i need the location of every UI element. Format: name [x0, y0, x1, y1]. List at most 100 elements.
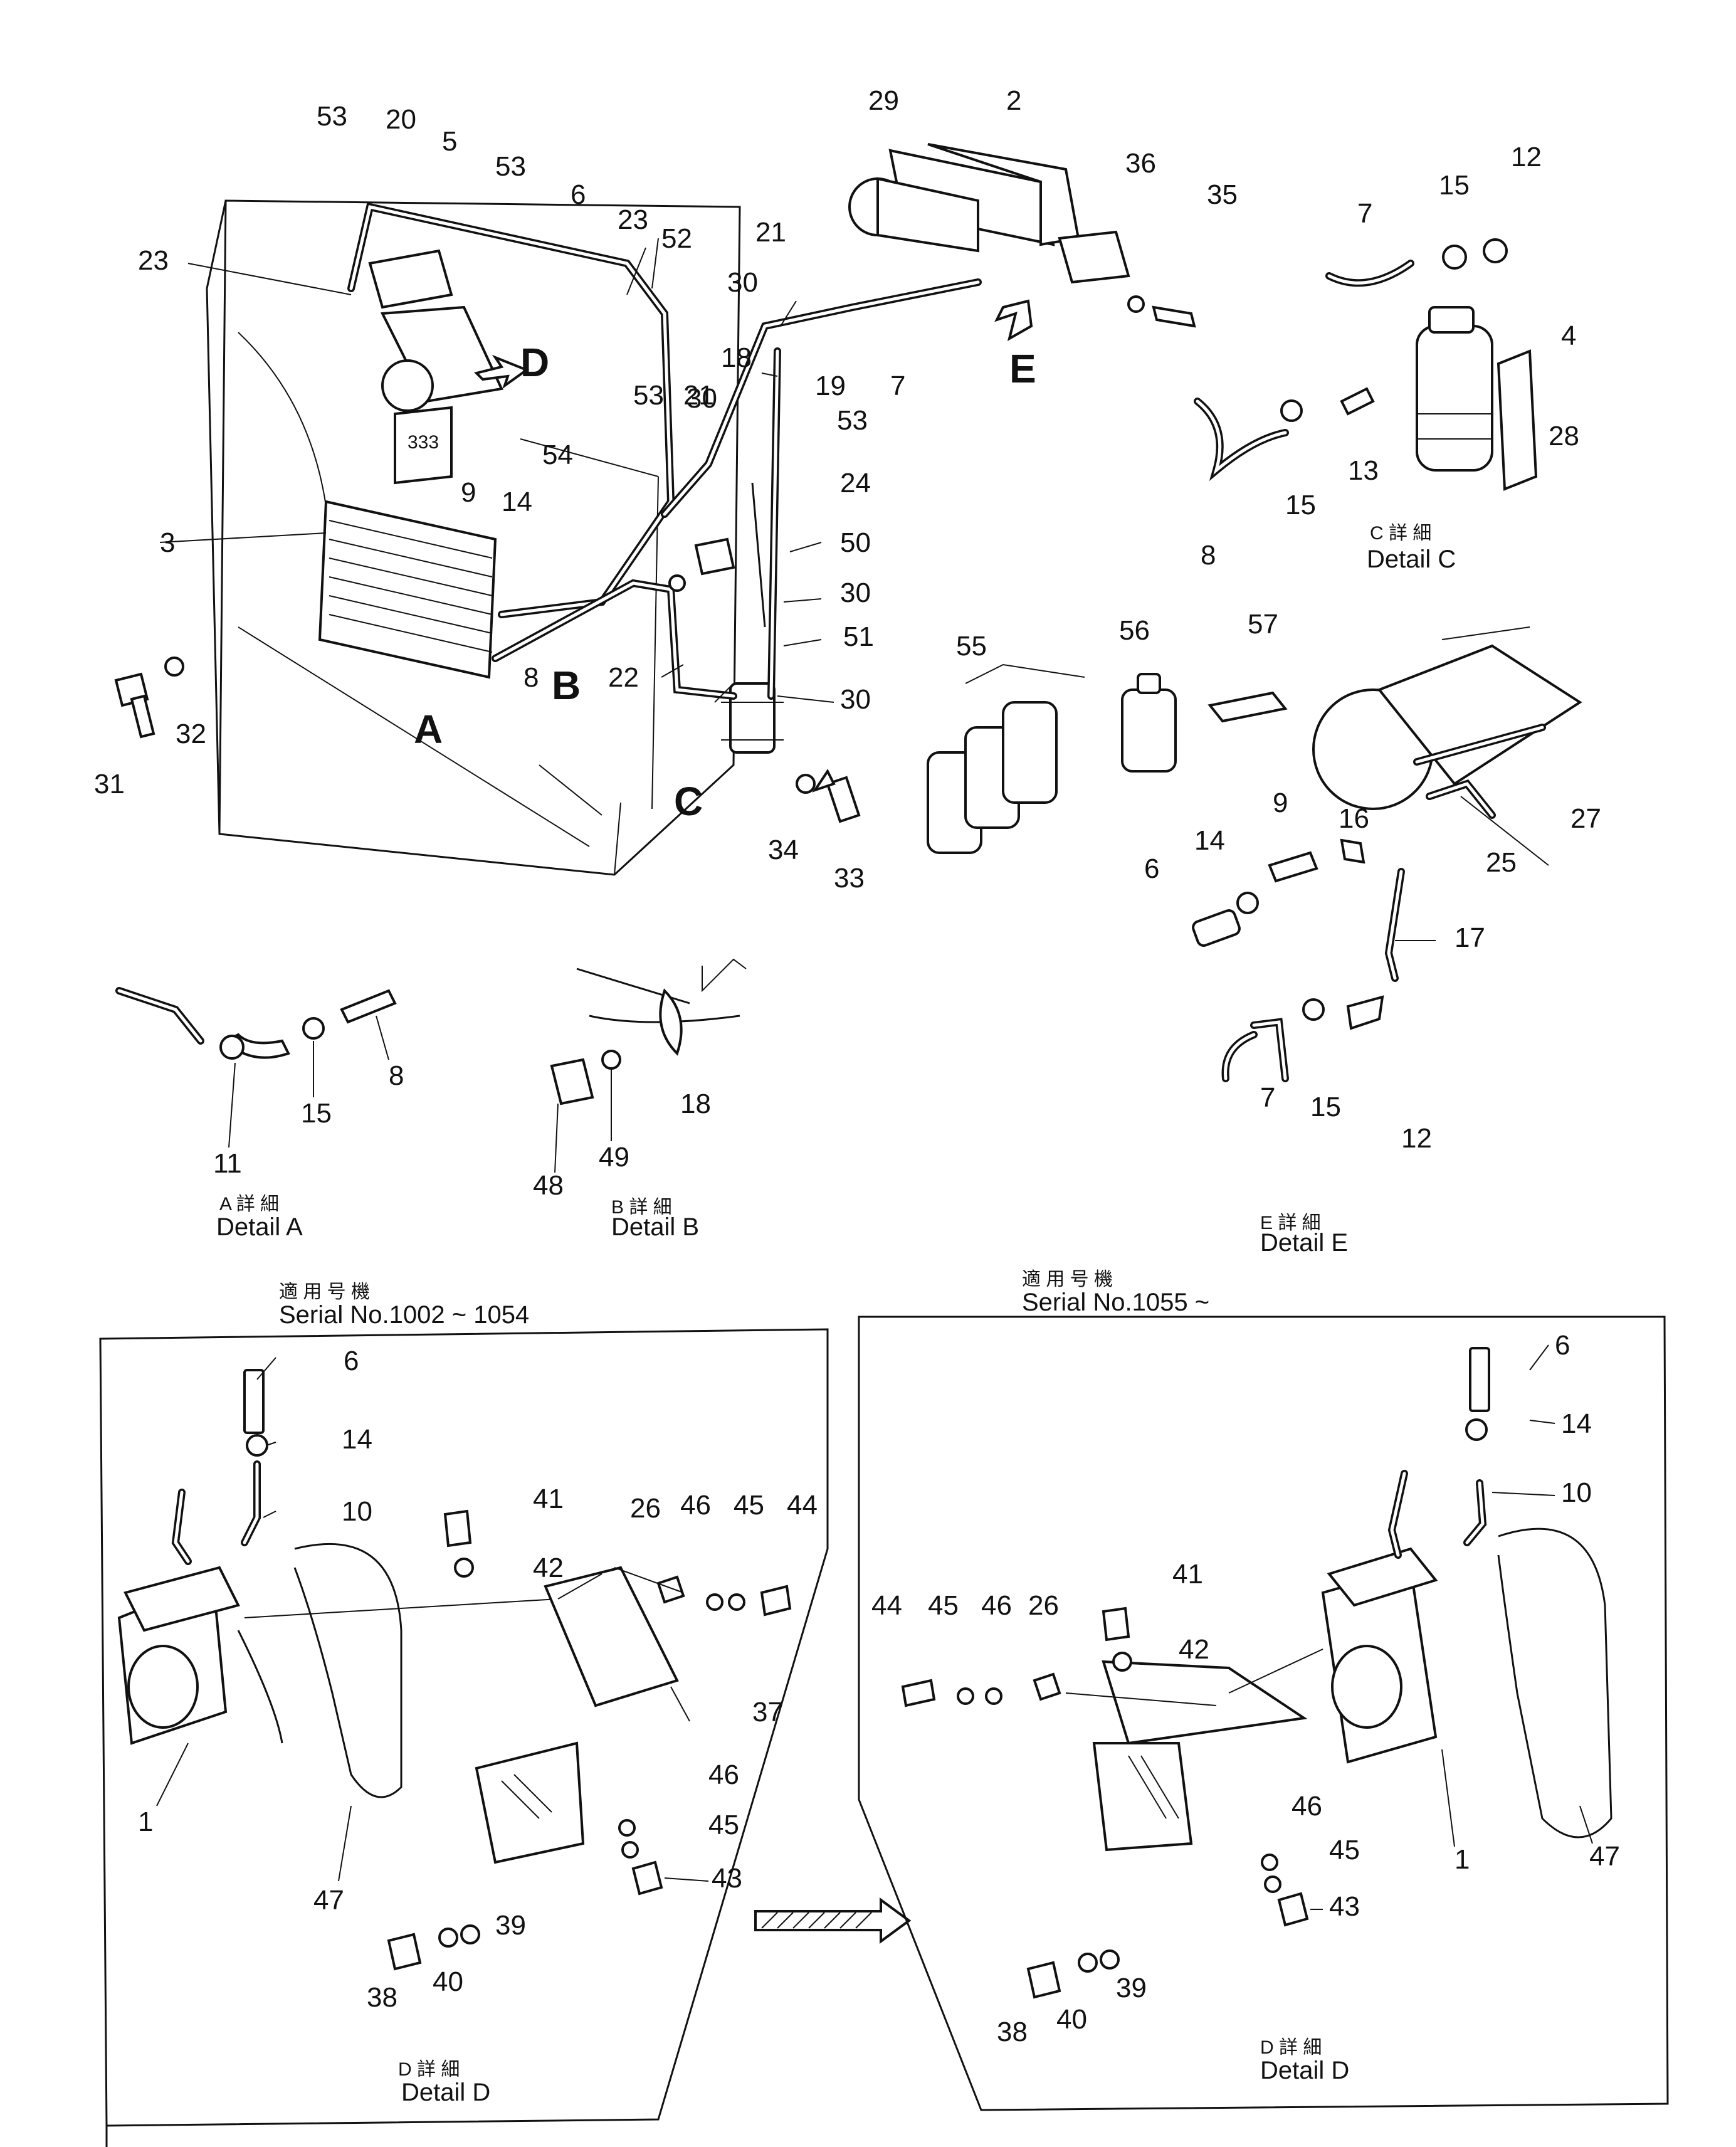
svg-text:30: 30: [727, 267, 758, 298]
serial-left-caption-cjk: D 詳 細: [398, 2059, 460, 2080]
svg-text:18: 18: [721, 342, 752, 373]
svg-text:54: 54: [542, 440, 573, 470]
letter-D: D: [520, 340, 549, 385]
svg-text:42: 42: [533, 1553, 564, 1583]
svg-text:53: 53: [495, 151, 526, 182]
refrigerant-cans: [927, 663, 1085, 854]
letter-B: B: [552, 663, 581, 708]
svg-text:2: 2: [1006, 85, 1021, 116]
housing-outline: [218, 199, 741, 876]
washer-36: [1127, 295, 1145, 313]
svg-text:333: 333: [408, 432, 439, 453]
detail-a-caption-cjk: A 詳 細: [219, 1194, 279, 1215]
bolt-31: [114, 672, 155, 739]
svg-text:40: 40: [433, 1966, 463, 1997]
svg-text:46: 46: [680, 1490, 711, 1521]
svg-text:12: 12: [1511, 142, 1542, 172]
svg-text:6: 6: [344, 1346, 359, 1376]
serial-right-caption: Detail D: [1260, 2057, 1349, 2084]
detail-a: 15 8 11 A 詳 細 Detail A: [115, 987, 404, 1241]
svg-text:39: 39: [495, 1910, 526, 1941]
svg-text:46: 46: [1291, 1791, 1322, 1822]
bolt-35: [1152, 305, 1196, 328]
svg-text:38: 38: [997, 2017, 1028, 2047]
can-56: [1121, 673, 1177, 773]
svg-text:15: 15: [1439, 170, 1470, 201]
svg-text:8: 8: [1201, 540, 1216, 571]
svg-text:44: 44: [871, 1590, 902, 1621]
detail-a-caption: Detail A: [216, 1213, 303, 1241]
detail-e-caption: Detail E: [1260, 1229, 1348, 1257]
svg-text:4: 4: [1561, 320, 1576, 351]
svg-text:9: 9: [461, 477, 476, 508]
svg-text:45: 45: [734, 1490, 764, 1521]
serial-right-panel: 適 用 号 機 Serial No.1055 ~ 6: [858, 1269, 1669, 2111]
svg-text:5: 5: [442, 126, 457, 157]
svg-text:17: 17: [1455, 922, 1485, 953]
svg-text:30: 30: [840, 684, 871, 715]
svg-text:1: 1: [1455, 1844, 1470, 1875]
svg-text:26: 26: [1028, 1590, 1059, 1621]
svg-text:6: 6: [1144, 853, 1159, 884]
svg-text:45: 45: [708, 1810, 739, 1840]
svg-text:47: 47: [1589, 1841, 1620, 1872]
letter-E: E: [1009, 346, 1036, 391]
svg-text:43: 43: [1329, 1891, 1360, 1922]
svg-text:52: 52: [661, 223, 692, 254]
svg-text:50: 50: [840, 527, 871, 558]
svg-text:7: 7: [1357, 198, 1372, 229]
svg-text:23: 23: [138, 245, 169, 276]
serial-left-caption: Detail D: [401, 2079, 490, 2106]
svg-text:15: 15: [1310, 1092, 1341, 1122]
detail-e-caption-cjk: E 詳 細: [1260, 1213, 1321, 1233]
svg-text:55: 55: [956, 631, 987, 662]
svg-text:32: 32: [176, 719, 206, 749]
detail-b-label-48: 48: [533, 1170, 564, 1201]
detail-b-label-18: 18: [680, 1089, 711, 1119]
detail-b-caption-cjk: B 詳 細: [611, 1197, 672, 1218]
svg-text:51: 51: [843, 621, 874, 652]
svg-text:14: 14: [502, 487, 532, 517]
letter-C: C: [674, 779, 703, 824]
svg-text:22: 22: [608, 662, 639, 693]
svg-text:8: 8: [523, 662, 539, 693]
serial-left-panel: 適 用 号 機 Serial No.1002 ~ 1054: [99, 1282, 829, 2147]
receiver-drier-c: [1416, 306, 1538, 491]
svg-text:45: 45: [1329, 1835, 1360, 1865]
detail-e-labels: 16 9 14 6 27 25 17 7 15 12: [1144, 788, 1601, 1154]
washer-34: [796, 774, 816, 794]
svg-text:56: 56: [1119, 615, 1150, 646]
detail-b: 48 49 18 B 詳 細 Detail B: [533, 958, 747, 1241]
detail-c-labels: 7 15 12 4 8 15 13 28: [1201, 142, 1579, 571]
condenser: [318, 500, 497, 679]
svg-text:10: 10: [342, 1496, 372, 1527]
serial-left-labels: 6 14 10 41 42 26 46 45 44 37 46 45 43 1 …: [138, 1346, 818, 2013]
detail-c-caption-cjk: C 詳 細: [1370, 523, 1431, 544]
detail-a-label-8: 8: [389, 1060, 404, 1091]
svg-text:37: 37: [752, 1697, 783, 1728]
plate-57: [1207, 691, 1288, 723]
detail-c: 7 15 12 4 8 15 13 28 C 詳 細 Detail C: [1194, 142, 1579, 573]
compressor-assembly: [848, 143, 1130, 284]
transition-arrow: [754, 1897, 912, 1944]
svg-text:14: 14: [342, 1424, 372, 1455]
detail-c-caption: Detail C: [1367, 546, 1456, 573]
evaporator-unit: 333: [368, 249, 503, 485]
svg-text:53: 53: [837, 405, 868, 436]
bolt-50: [694, 537, 735, 576]
serial-left-cjk: 適 用 号 機: [279, 1282, 370, 1302]
serial-right-text: Serial No.1055 ~: [1022, 1289, 1209, 1316]
svg-text:53: 53: [633, 380, 664, 411]
svg-text:24: 24: [840, 468, 871, 499]
svg-text:43: 43: [712, 1863, 742, 1894]
svg-text:21: 21: [683, 380, 714, 411]
detail-a-label-11: 11: [213, 1148, 242, 1179]
main-assembly: 333: [94, 85, 1288, 894]
svg-text:13: 13: [1348, 455, 1379, 486]
svg-text:47: 47: [313, 1885, 344, 1916]
main-callouts: 53 20 5 53 6 23 52 29 2 36 35 23 21 30 1…: [94, 85, 1278, 894]
svg-text:27: 27: [1570, 803, 1601, 834]
serial-left-text: Serial No.1002 ~ 1054: [279, 1301, 529, 1329]
svg-text:31: 31: [94, 769, 125, 799]
svg-text:16: 16: [1339, 803, 1369, 834]
